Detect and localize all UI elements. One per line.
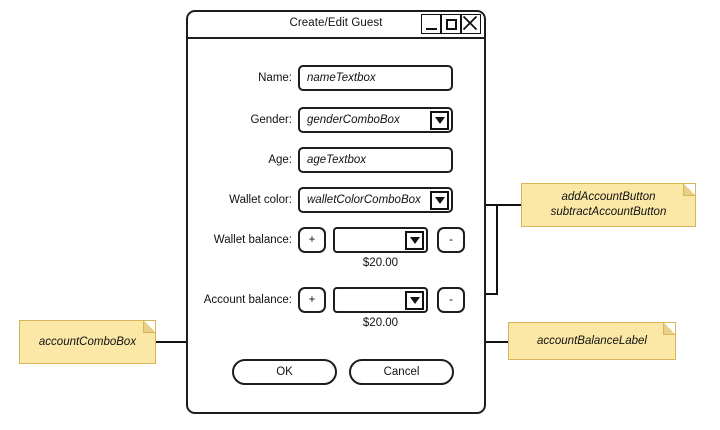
add-account-button[interactable]: + bbox=[298, 287, 326, 313]
close-icon[interactable] bbox=[461, 14, 481, 34]
account-combobox[interactable] bbox=[333, 287, 428, 313]
annotation-line: addAccountButton bbox=[561, 191, 656, 203]
dialog-titlebar: Create/Edit Guest bbox=[188, 12, 484, 39]
chevron-down-icon[interactable] bbox=[405, 290, 424, 310]
gender-combobox-value: genderComboBox bbox=[307, 114, 400, 126]
chevron-down-icon[interactable] bbox=[430, 110, 449, 130]
row-wallet-balance: Wallet balance: + - $20.00 bbox=[188, 227, 484, 269]
wallet-color-label: Wallet color: bbox=[229, 194, 292, 206]
row-account-balance: Account balance: + - $20.00 bbox=[188, 287, 484, 329]
minimize-icon[interactable] bbox=[421, 14, 441, 34]
maximize-icon[interactable] bbox=[441, 14, 461, 34]
dialog-title: Create/Edit Guest bbox=[289, 17, 383, 29]
note-fold-icon bbox=[683, 184, 695, 196]
age-label: Age: bbox=[268, 154, 292, 166]
add-wallet-button[interactable]: + bbox=[298, 227, 326, 253]
note-fold-icon bbox=[143, 321, 155, 333]
name-label: Name: bbox=[258, 72, 292, 84]
row-gender: Gender: genderComboBox bbox=[188, 107, 484, 133]
wallet-color-combobox-value: walletColorComboBox bbox=[307, 194, 421, 206]
chevron-down-icon[interactable] bbox=[430, 190, 449, 210]
wallet-color-combobox[interactable]: walletColorComboBox bbox=[298, 187, 453, 213]
annotation-account-buttons: addAccountButton subtractAccountButton bbox=[521, 183, 696, 227]
ok-button[interactable]: OK bbox=[232, 359, 337, 385]
wallet-balance-amount: $20.00 bbox=[362, 257, 399, 269]
annotation-account-combobox: accountComboBox bbox=[19, 320, 156, 364]
annotation-line: accountBalanceLabel bbox=[537, 334, 647, 347]
name-textbox[interactable]: nameTextbox bbox=[298, 65, 453, 91]
account-balance-label: Account balance: bbox=[203, 294, 292, 306]
subtract-wallet-button[interactable]: - bbox=[437, 227, 465, 253]
gender-combobox[interactable]: genderComboBox bbox=[298, 107, 453, 133]
age-textbox-value: ageTextbox bbox=[307, 154, 367, 166]
row-wallet-color: Wallet color: walletColorComboBox bbox=[188, 187, 484, 213]
account-balance-amount: $20.00 bbox=[362, 317, 399, 329]
chevron-down-icon[interactable] bbox=[405, 230, 424, 250]
age-textbox[interactable]: ageTextbox bbox=[298, 147, 453, 173]
wallet-combobox[interactable] bbox=[333, 227, 428, 253]
wallet-balance-label: Wallet balance: bbox=[213, 234, 292, 246]
annotation-account-balance-label: accountBalanceLabel bbox=[508, 322, 676, 360]
row-name: Name: nameTextbox bbox=[188, 65, 484, 91]
annotation-line: accountComboBox bbox=[38, 335, 137, 348]
row-age: Age: ageTextbox bbox=[188, 147, 484, 173]
name-textbox-value: nameTextbox bbox=[307, 72, 376, 84]
subtract-account-button[interactable]: - bbox=[437, 287, 465, 313]
create-edit-guest-dialog: Create/Edit Guest Name: nameTextbox Gend… bbox=[186, 10, 486, 414]
annotation-line: subtractAccountButton bbox=[550, 206, 667, 218]
window-controls bbox=[421, 14, 481, 34]
gender-label: Gender: bbox=[250, 114, 292, 126]
cancel-button[interactable]: Cancel bbox=[349, 359, 454, 385]
note-fold-icon bbox=[663, 323, 675, 335]
